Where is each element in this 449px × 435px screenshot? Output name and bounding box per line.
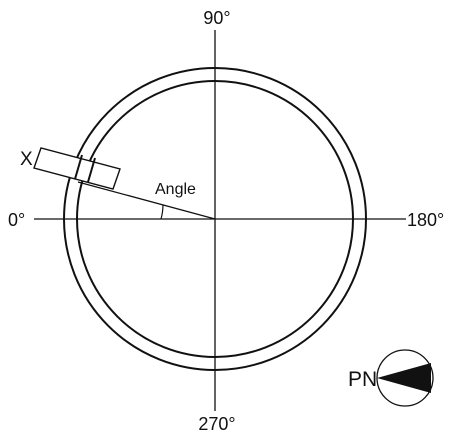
- angle-line: [77, 181, 216, 220]
- label-pn: PN: [348, 368, 377, 391]
- pipe-inner-wall: [76, 80, 354, 358]
- pn-arrow-icon: [377, 363, 431, 393]
- pipe-outer-wall: [63, 67, 367, 371]
- label-270-degrees: 270°: [198, 414, 235, 434]
- label-180-degrees: 180°: [407, 210, 444, 230]
- pipe-wall-mark-inner: [87, 157, 96, 183]
- x-transducer: [33, 147, 121, 190]
- transducer-body: [33, 147, 121, 190]
- label-0-degrees: 0°: [8, 210, 25, 230]
- angle-arc: [160, 204, 164, 220]
- label-90-degrees: 90°: [203, 8, 230, 28]
- label-x: X: [20, 149, 33, 170]
- pipe-wall-mark-outer: [74, 154, 83, 180]
- label-angle: Angle: [155, 181, 196, 198]
- pn-indicator: [376, 349, 434, 407]
